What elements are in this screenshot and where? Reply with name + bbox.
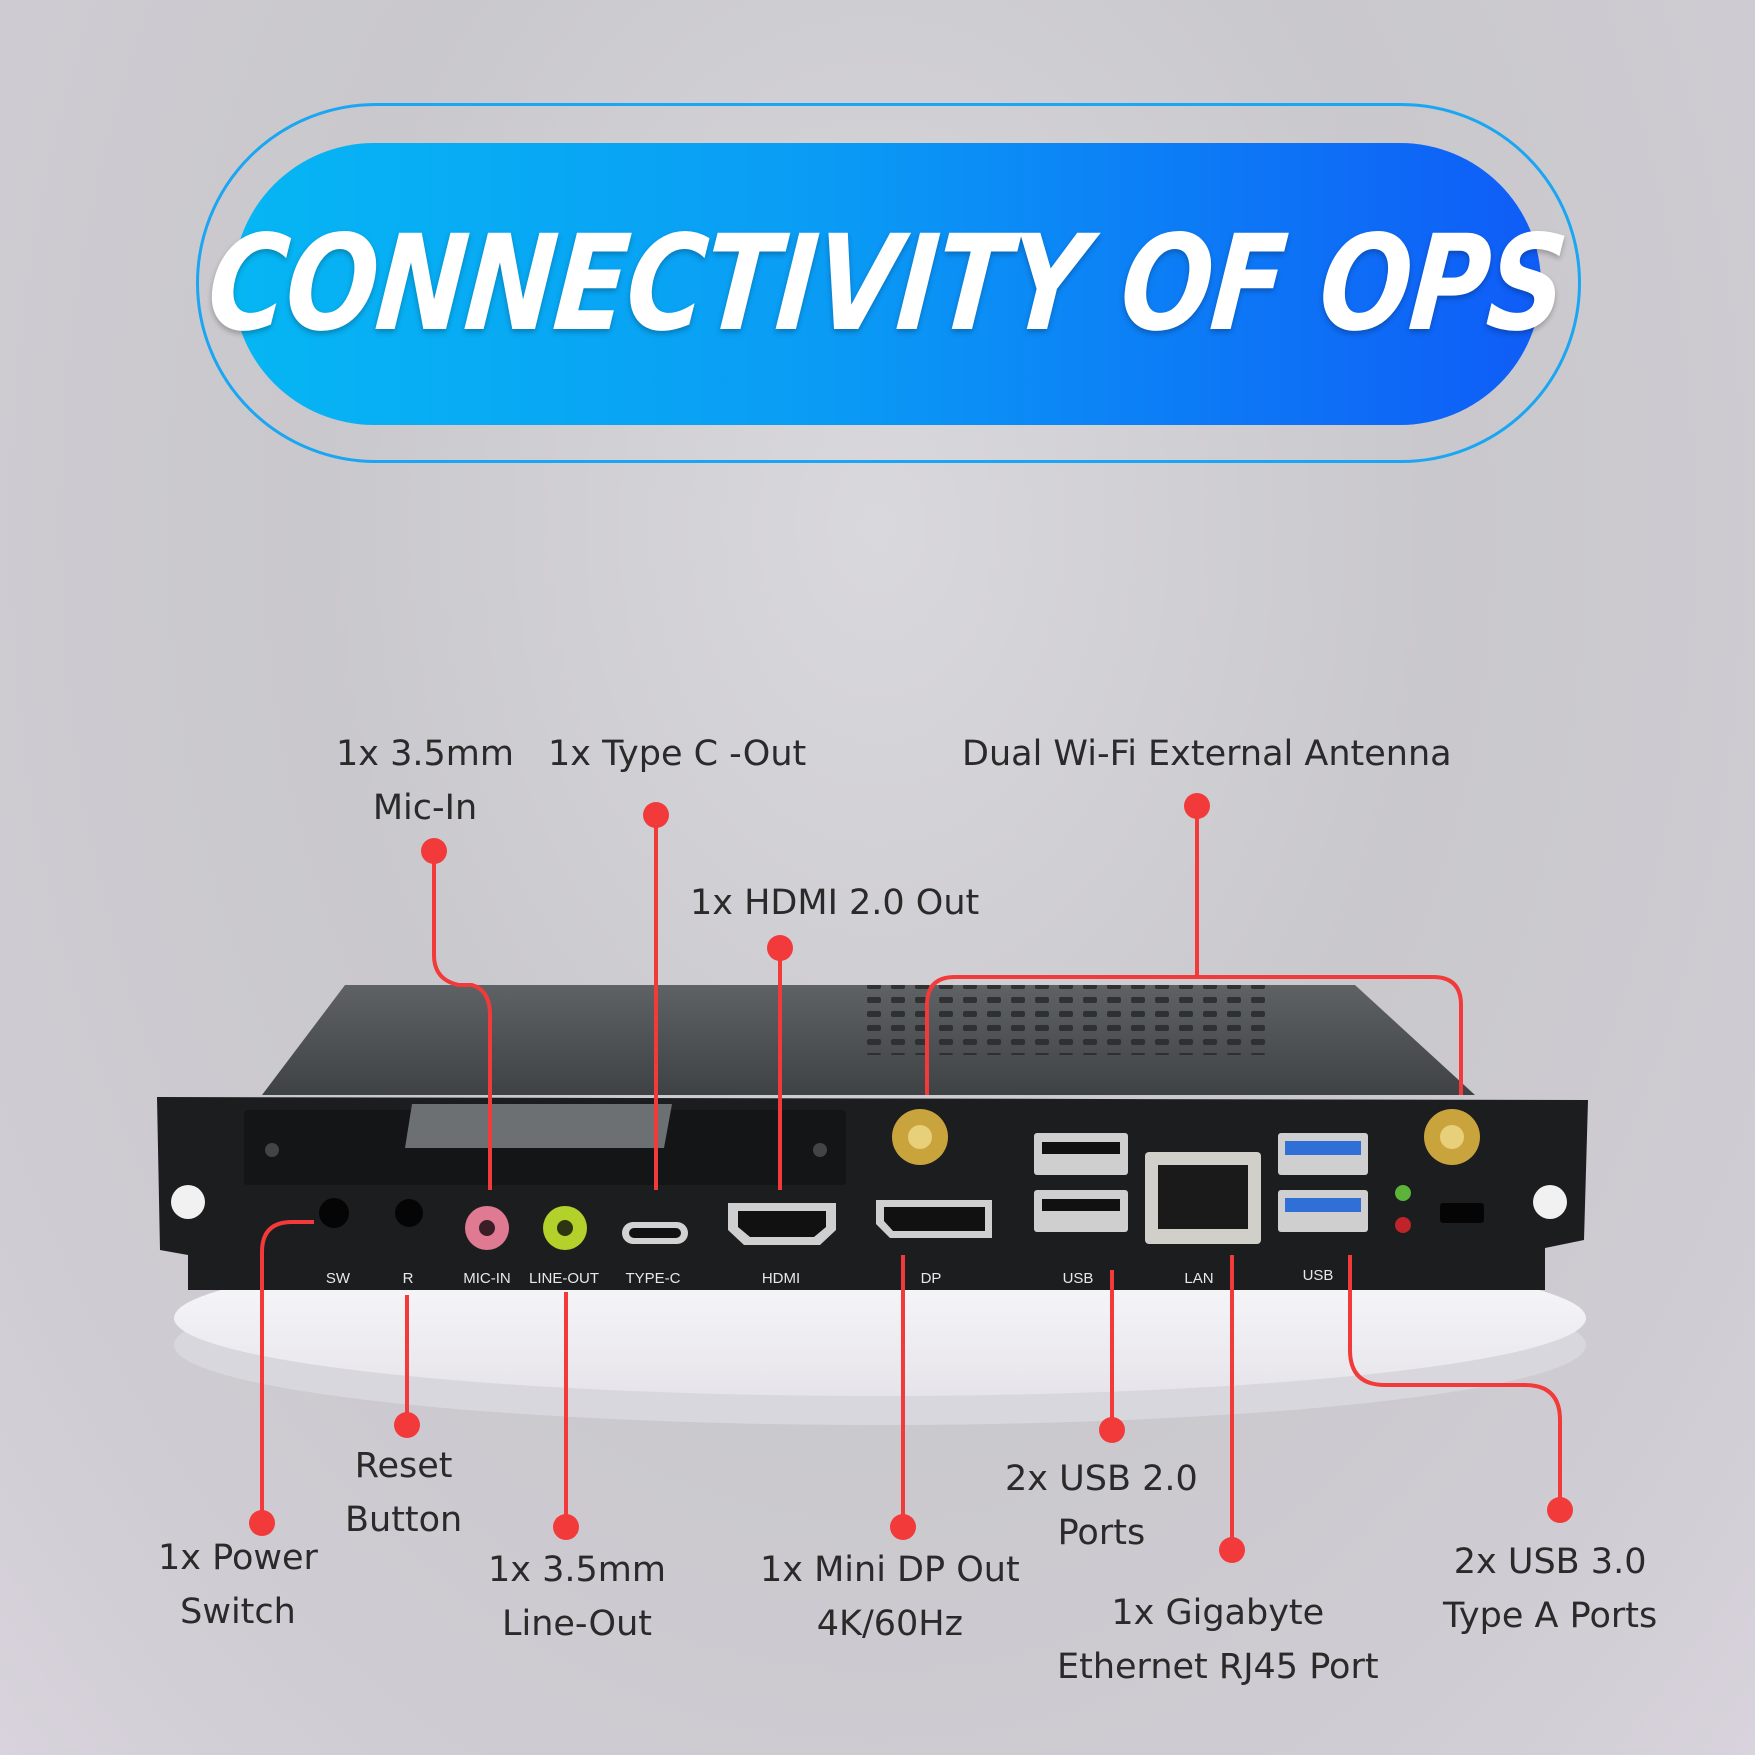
port-label-sw: SW — [326, 1270, 351, 1287]
callout-line-out-line1: 1x 3.5mm — [488, 1550, 666, 1590]
callout-dot-power-switch — [249, 1510, 275, 1536]
callout-line-mic-in — [432, 851, 492, 1190]
callout-antenna: Dual Wi-Fi External Antenna — [962, 727, 1452, 781]
callout-type-c: 1x Type C -Out — [548, 727, 806, 781]
port-label-lan: LAN — [1184, 1270, 1213, 1287]
callout-dot-line-out — [553, 1514, 579, 1540]
callout-reset: Reset Button — [345, 1439, 462, 1547]
callout-usb3-line1: 2x USB 3.0 — [1453, 1542, 1647, 1582]
reset-button-port — [395, 1199, 423, 1227]
callout-mini-dp-line2: 4K/60Hz — [816, 1604, 963, 1644]
callout-power-switch: 1x Power Switch — [158, 1531, 318, 1639]
port-panel — [319, 1109, 1484, 1250]
callout-antenna-line1: Dual Wi-Fi External Antenna — [962, 734, 1452, 774]
callout-usb3: 2x USB 3.0 Type A Ports — [1443, 1535, 1657, 1643]
port-label-r: R — [403, 1270, 414, 1287]
callout-line-usb3 — [1348, 1255, 1562, 1510]
callout-lan: 1x Gigabyte Ethernet RJ45 Port — [1057, 1586, 1379, 1694]
callout-line-out: 1x 3.5mm Line-Out — [488, 1543, 666, 1651]
callout-dots — [249, 793, 1573, 1563]
callout-type-c-line1: 1x Type C -Out — [548, 734, 807, 774]
callout-mic-in-line1: 1x 3.5mm — [336, 734, 514, 774]
callout-dot-mini-dp — [890, 1514, 916, 1540]
callout-dot-usb3 — [1547, 1497, 1573, 1523]
port-label-dp: DP — [921, 1270, 942, 1287]
power-led — [1395, 1185, 1411, 1201]
callout-dot-hdmi — [767, 935, 793, 961]
callout-dot-mic-in — [421, 838, 447, 864]
title-banner: CONNECTIVITY OF OPS — [202, 143, 1572, 425]
callout-hdmi-line1: 1x HDMI 2.0 Out — [690, 883, 980, 923]
hdd-led — [1395, 1217, 1411, 1233]
lock-slot — [1440, 1203, 1484, 1223]
callout-dot-antenna — [1184, 793, 1210, 819]
callout-hdmi: 1x HDMI 2.0 Out — [690, 876, 979, 930]
port-label-usb3: USB — [1303, 1267, 1334, 1284]
callout-reset-line2: Button — [345, 1500, 463, 1540]
callout-usb2: 2x USB 2.0 Ports — [1005, 1452, 1198, 1560]
callout-dot-lan — [1219, 1537, 1245, 1563]
title-pill-outline — [196, 103, 1581, 463]
callout-power-switch-line2: Switch — [180, 1592, 296, 1632]
callout-power-switch-line1: 1x Power — [158, 1538, 318, 1578]
callout-mic-in: 1x 3.5mm Mic-In — [336, 727, 514, 835]
callout-dot-reset — [394, 1412, 420, 1438]
port-label-mic-in: MIC-IN — [463, 1270, 511, 1287]
callout-mini-dp-line1: 1x Mini DP Out — [760, 1550, 1020, 1590]
port-label-line-out: LINE-OUT — [529, 1270, 599, 1287]
ops-device — [157, 985, 1588, 1290]
callout-usb3-line2: Type A Ports — [1443, 1596, 1658, 1636]
port-label-type-c: TYPE-C — [625, 1270, 680, 1287]
callout-mic-in-line2: Mic-In — [372, 788, 478, 828]
callout-line-out-line2: Line-Out — [501, 1604, 652, 1644]
callout-usb2-line1: 2x USB 2.0 — [1005, 1459, 1198, 1499]
port-silkscreen: SW R MIC-IN LINE-OUT TYPE-C HDMI DP USB … — [326, 1267, 1334, 1287]
power-switch-port — [319, 1198, 349, 1228]
callout-line-power-switch — [260, 1220, 314, 1523]
port-label-usb2: USB — [1063, 1270, 1094, 1287]
callout-line-antenna — [925, 806, 1463, 1095]
callout-lan-line2: Ethernet RJ45 Port — [1057, 1647, 1379, 1687]
port-label-hdmi: HDMI — [762, 1270, 800, 1287]
callout-dot-usb2 — [1099, 1417, 1125, 1443]
callout-dot-type-c — [643, 802, 669, 828]
callout-reset-line1: Reset — [354, 1446, 453, 1486]
callout-usb2-line2: Ports — [1057, 1513, 1146, 1553]
callout-mini-dp: 1x Mini DP Out 4K/60Hz — [760, 1543, 1020, 1651]
callout-lines — [260, 806, 1562, 1550]
callout-lan-line1: 1x Gigabyte — [1111, 1593, 1325, 1633]
